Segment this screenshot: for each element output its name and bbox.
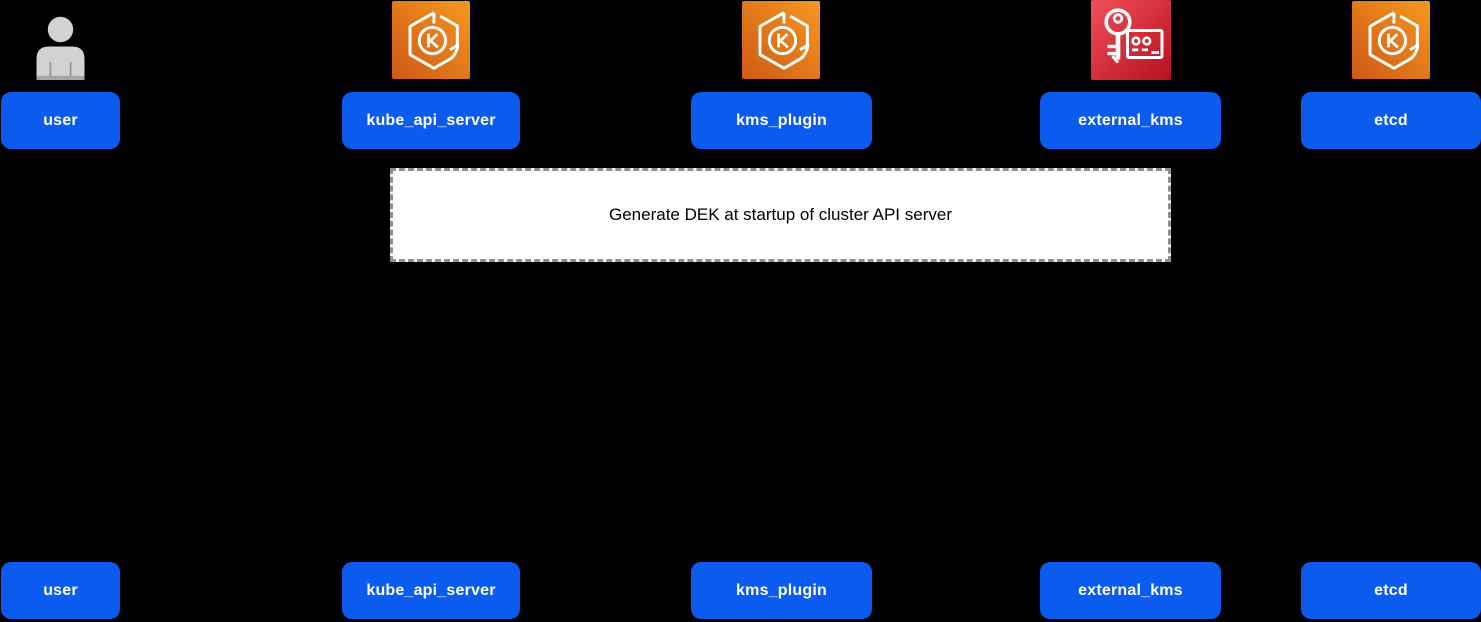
kms-plugin-eks-icon (742, 1, 820, 79)
participant-label: user (43, 581, 78, 599)
note-text: Generate DEK at startup of cluster API s… (609, 205, 952, 224)
participant-bottom-external-kms: external_kms (1040, 562, 1221, 619)
participant-label: external_kms (1078, 111, 1183, 129)
participant-label: etcd (1374, 581, 1408, 599)
note-generate-dek: Generate DEK at startup of cluster API s… (390, 168, 1171, 262)
participant-label: kms_plugin (736, 581, 827, 599)
participant-bottom-etcd: etcd (1301, 562, 1481, 619)
participant-top-kube-api-server: kube_api_server (342, 92, 520, 149)
participant-label: external_kms (1078, 581, 1183, 599)
user-person-icon (36, 16, 85, 80)
etcd-eks-icon (1352, 1, 1430, 79)
participant-top-user: user (1, 92, 120, 149)
external-kms-key-icon (1091, 0, 1171, 80)
participant-label: kube_api_server (366, 111, 496, 129)
participant-top-external-kms: external_kms (1040, 92, 1221, 149)
participant-top-etcd: etcd (1301, 92, 1481, 149)
participant-label: kms_plugin (736, 111, 827, 129)
participant-bottom-kms-plugin: kms_plugin (691, 562, 872, 619)
kube-api-server-eks-icon (392, 1, 470, 79)
participant-top-kms-plugin: kms_plugin (691, 92, 872, 149)
participant-bottom-kube-api-server: kube_api_server (342, 562, 520, 619)
participant-label: kube_api_server (366, 581, 496, 599)
participant-label: user (43, 111, 78, 129)
participant-bottom-user: user (1, 562, 120, 619)
participant-label: etcd (1374, 111, 1408, 129)
